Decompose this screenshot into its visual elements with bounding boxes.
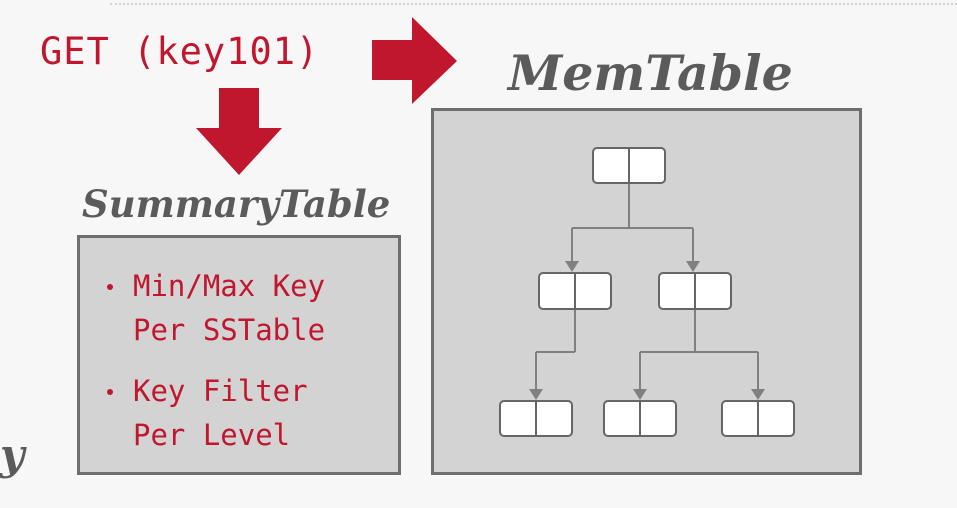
- summary-bullet-list: Min/Max Key Per SSTable Key Filter Per L…: [100, 264, 325, 474]
- connector-root-to-level2: [571, 183, 694, 262]
- get-request-label: GET (key101): [40, 30, 320, 73]
- connector-left-to-level3: [535, 309, 576, 390]
- connector-right-to-level3: [639, 309, 759, 390]
- tree-connectors: [535, 183, 759, 390]
- summary-table-title: SummaryTable: [82, 182, 391, 226]
- arrowhead-5: [751, 389, 765, 400]
- bullet-2-line-1: Key Filter: [133, 374, 308, 408]
- bullet-key-filter: Key Filter Per Level: [100, 369, 325, 457]
- tree-leaf-3: [721, 400, 795, 437]
- bullet-1-line-1: Min/Max Key: [133, 269, 326, 303]
- tree-node-left: [538, 272, 612, 310]
- tree-node-root: [592, 147, 666, 184]
- summary-table-box: Min/Max Key Per SSTable Key Filter Per L…: [77, 235, 401, 475]
- right-arrow: [372, 17, 457, 104]
- top-dotted-divider: [110, 3, 957, 5]
- tree-arrowheads: [529, 261, 765, 400]
- tree-node-right: [658, 272, 732, 310]
- arrowhead-2: [686, 261, 700, 272]
- cropped-title-fragment: y: [0, 430, 25, 479]
- down-arrow: [196, 88, 282, 175]
- tree-leaf-2: [603, 400, 677, 437]
- arrowhead-1: [565, 261, 579, 272]
- arrowhead-3: [529, 389, 543, 400]
- bullet-min-max-key: Min/Max Key Per SSTable: [100, 264, 325, 352]
- bullet-2-line-2: Per Level: [133, 418, 291, 452]
- tree-leaf-1: [499, 400, 573, 437]
- bullet-1-line-2: Per SSTable: [133, 313, 326, 347]
- arrowhead-4: [633, 389, 647, 400]
- memtable-title: MemTable: [508, 44, 793, 102]
